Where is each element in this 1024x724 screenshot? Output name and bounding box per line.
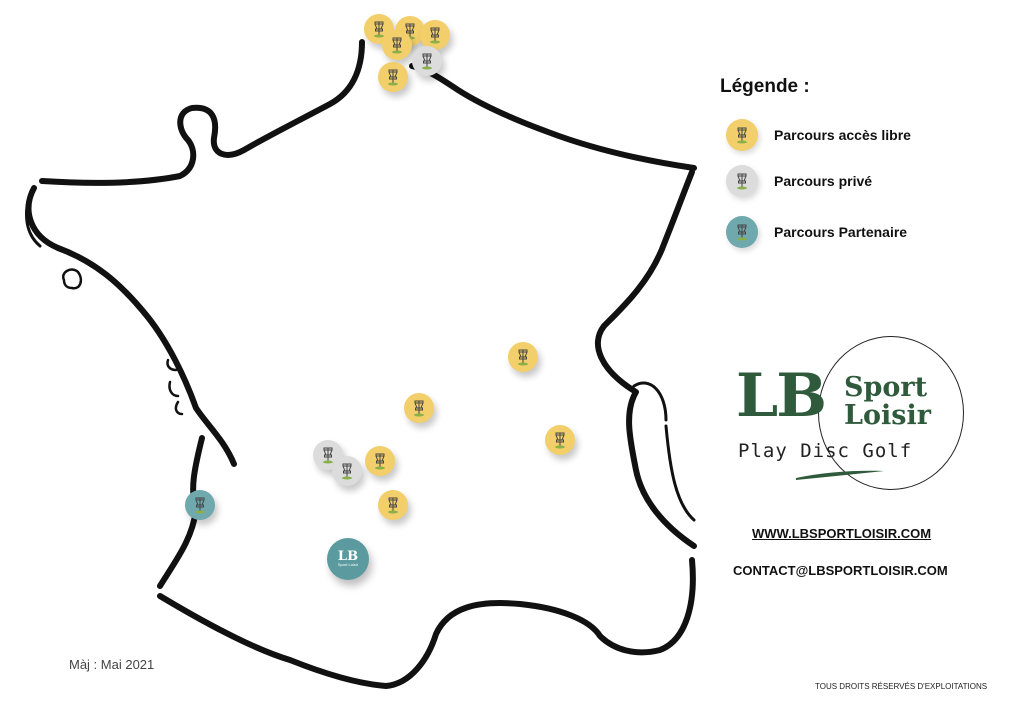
disc-golf-basket-icon: [195, 497, 205, 514]
lb-sport-loisir-logo: LB Sport Loisir Play Disc Golf: [734, 336, 966, 496]
coast-detail: [664, 424, 696, 522]
course-marker[interactable]: [545, 425, 575, 455]
logo-circle: [818, 336, 964, 490]
disc-golf-basket-icon: [374, 21, 384, 38]
course-marker[interactable]: [508, 342, 538, 372]
disc-golf-basket-icon: [414, 400, 424, 417]
disc-golf-basket-icon: [388, 69, 398, 86]
coast-detail: [166, 358, 178, 372]
legend-item-libre: Parcours accès libre: [726, 118, 911, 152]
coast-detail: [632, 381, 668, 422]
legend-label-libre: Parcours accès libre: [774, 127, 911, 143]
disc-golf-basket-icon: [737, 173, 747, 190]
partner-logo-lb: LB: [337, 549, 359, 565]
legend-item-partenaire: Parcours Partenaire: [726, 215, 907, 249]
island: [61, 268, 83, 290]
course-marker[interactable]: [412, 46, 442, 76]
course-marker[interactable]: [420, 20, 450, 50]
legend-label-prive: Parcours privé: [774, 173, 873, 189]
rights-notice: TOUS DROITS RÉSERVÉS D'EXPLOITATIONS: [815, 682, 988, 691]
disc-golf-basket-icon: [422, 53, 432, 70]
legend-marker-libre: [726, 119, 758, 151]
disc-golf-basket-icon: [342, 463, 352, 480]
disc-golf-basket-icon: [518, 349, 528, 366]
legend-marker-prive: [726, 165, 758, 197]
disc-golf-basket-icon: [555, 432, 565, 449]
partner-logo-marker[interactable]: LB Sport Loisir: [327, 538, 369, 580]
course-marker[interactable]: [365, 446, 395, 476]
logo-lb-text: LB: [736, 361, 827, 431]
coast-detail: [174, 400, 184, 416]
contact-email[interactable]: CONTACT@LBSPORTLOISIR.COM: [733, 563, 948, 578]
website-link[interactable]: WWW.LBSPORTLOISIR.COM: [752, 526, 932, 541]
disc-golf-basket-icon: [375, 453, 385, 470]
disc-golf-basket-icon: [388, 497, 398, 514]
course-marker[interactable]: [313, 440, 343, 470]
disc-golf-basket-icon: [323, 447, 333, 464]
partner-logo-sub: Sport Loisir: [337, 562, 359, 568]
disc-golf-basket-icon: [737, 127, 747, 144]
course-marker[interactable]: [185, 490, 215, 520]
coast-detail: [168, 380, 180, 398]
logo-swoosh: [796, 470, 884, 480]
coast-detail: [25, 198, 42, 248]
legend-item-prive: Parcours privé: [726, 164, 872, 198]
course-marker[interactable]: [378, 490, 408, 520]
logo-loisir-text: Loisir: [844, 400, 931, 431]
disc-golf-basket-icon: [430, 27, 440, 44]
logo-tagline: Play Disc Golf: [738, 440, 913, 462]
disc-golf-basket-icon: [392, 37, 402, 54]
course-marker[interactable]: [404, 393, 434, 423]
course-marker[interactable]: [332, 456, 362, 486]
legend-marker-partenaire: [726, 216, 758, 248]
course-marker[interactable]: [382, 30, 412, 60]
disc-golf-basket-icon: [737, 224, 747, 241]
course-marker[interactable]: [378, 62, 408, 92]
legend-label-partenaire: Parcours Partenaire: [774, 224, 908, 240]
legend-title: Légende :: [720, 76, 810, 97]
france-outline: [25, 39, 697, 689]
logo-sport-text: Sport: [844, 372, 928, 403]
update-date: Màj : Mai 2021: [69, 657, 155, 672]
